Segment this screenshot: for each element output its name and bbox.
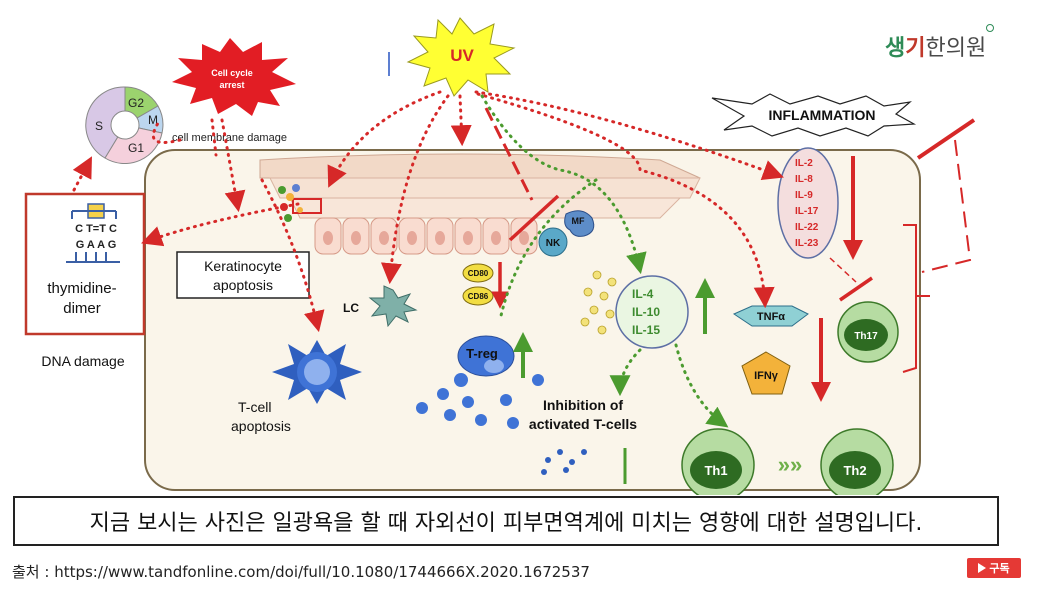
uv-label: UV [450,46,474,65]
tnf-label: TNFα [757,311,785,323]
cycle-m-label: M [148,113,158,127]
tcell-apoptosis-label-1: T-cell [238,399,271,415]
cytokine-item: IL-8 [795,174,813,185]
inhibition-label-1: Inhibition of [543,397,623,413]
cytokine-item: IL-22 [795,222,819,233]
cytokine-ellipse [777,147,839,259]
lc-label: LC [343,301,359,315]
cytokine-item: IL-2 [795,158,813,169]
tcell-apoptosis-label-2: apoptosis [231,418,291,434]
brand-prefix: 생 [885,36,906,61]
brand-dot-icon [986,24,995,32]
cell-cycle-wheel: G2 M S G1 [85,86,164,165]
mf-label: MF [572,216,585,226]
cytokine-item: IL-17 [795,206,819,217]
cell-membrane-damage-label: cell membrane damage [172,132,287,144]
cd80-label: CD80 [468,269,489,278]
source-citation: 출처 : https://www.tandfonline.com/doi/ful… [12,563,590,581]
il4-label: IL-4 [632,287,654,301]
play-icon [978,563,987,573]
cd80-icon [462,263,494,283]
keratinocyte-box [176,251,310,299]
mf-cell-icon [564,210,595,237]
lc-cell-icon [368,285,418,328]
nk-label: NK [546,238,561,249]
cycle-s-label: S [95,119,103,133]
cytokine-particles [580,270,617,335]
th2-label: Th2 [843,463,866,478]
dna-bottom-sequence: G A A G [76,239,117,251]
il15-label: IL-15 [632,323,660,337]
dna-icon [66,203,120,263]
uv-starburst [406,17,516,97]
thymidine-label-2: dimer [63,300,101,317]
treg-label: T-reg [466,346,498,361]
nk-cell-icon [538,227,568,257]
subscribe-button[interactable]: 구독 [967,558,1021,578]
brand-suffix: 한의원 [925,36,987,61]
tcell-apoptosis-icon [272,340,362,404]
brand-highlight: 기 [905,36,926,61]
tnf-badge [732,305,809,327]
ifn-label: IFNγ [754,370,779,382]
th17-label: Th17 [854,331,878,342]
subscribe-label: 구독 [989,562,1010,575]
inflammation-label: INFLAMMATION [768,107,875,123]
cycle-g2-label: G2 [128,96,144,110]
il-cluster-circle [615,275,689,349]
cycle-g1-label: G1 [128,141,144,155]
red-dotted-arrows [72,90,784,333]
th1-label: Th1 [704,463,727,478]
ifn-badge [741,351,791,395]
cell-cycle-starburst [172,38,296,116]
green-dotted-arrows [480,94,729,428]
cell-cycle-label-2: arrest [219,80,244,90]
cytokine-item: IL-9 [795,190,813,201]
keratinocyte-label-2: apoptosis [213,277,273,293]
cell-cycle-label-1: Cell cycle [211,68,253,78]
thymidine-label-1: thymidine- [47,280,116,297]
cytokine-item: IL-23 [795,238,819,249]
inflammation-burst [711,93,917,137]
small-blue-particles [541,449,587,475]
uv-immune-diagram: G2 M S G1 Cell cycle arrest cell membran… [24,17,976,495]
dna-damage-label: DNA damage [41,353,124,369]
brand-logo: 생기한의원 [885,24,995,62]
dna-damage-box [24,192,146,336]
video-subtitle: 지금 보시는 사진은 일광욕을 할 때 자외선이 피부면역계에 미치는 영향에 … [13,496,999,546]
th-chevrons: »» [778,452,802,477]
dna-top-sequence: C T=T C [75,223,117,235]
cd86-label: CD86 [468,292,489,301]
il10-label: IL-10 [632,305,660,319]
keratinocyte-label-1: Keratinocyte [204,258,282,274]
treg-particles [416,373,544,429]
inhibition-label-2: activated T-cells [529,416,637,432]
